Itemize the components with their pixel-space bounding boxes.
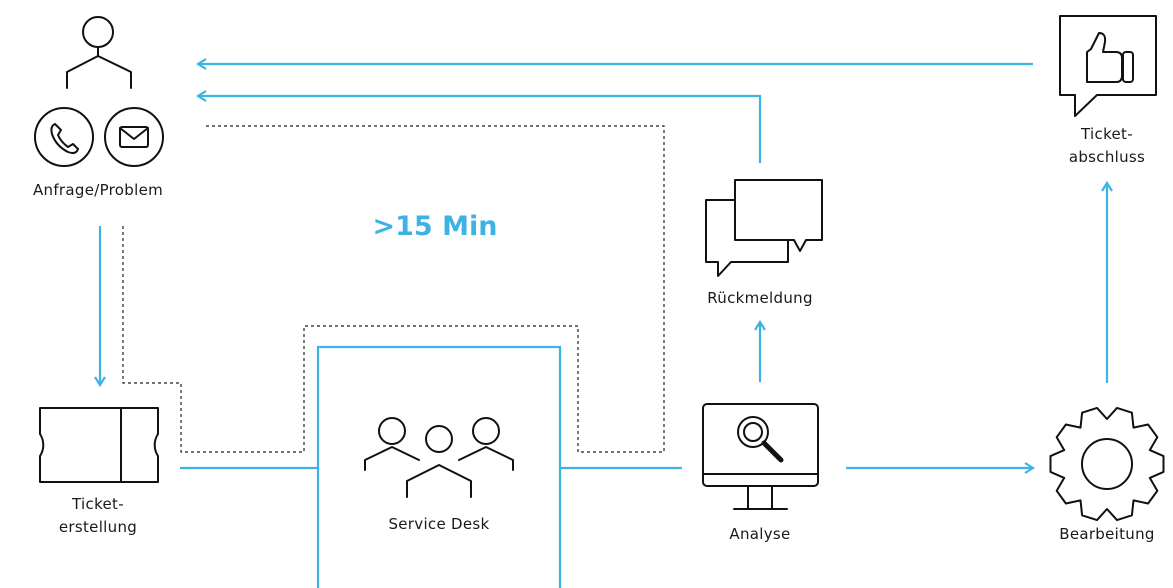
service-desk-box — [316, 345, 562, 588]
label-request: Anfrage/Problem — [33, 181, 163, 199]
ticket-icon — [39, 407, 159, 483]
arrow-feedback-to-request — [198, 96, 762, 163]
chat-bubbles-icon — [705, 179, 823, 277]
thumbs-up-icon — [1059, 15, 1157, 117]
monitor-search-icon — [702, 403, 819, 510]
label-ticket-close-1: Ticket- — [1080, 125, 1133, 143]
label-service-desk: Service Desk — [388, 515, 489, 533]
label-ticket-creation-1: Ticket- — [71, 495, 124, 513]
label-processing: Bearbeitung — [1059, 525, 1155, 543]
gear-icon — [1049, 406, 1165, 522]
threshold-label: >15 Min — [373, 211, 498, 242]
person-icon — [66, 16, 132, 89]
label-ticket-close-2: abschluss — [1069, 148, 1145, 166]
label-ticket-creation-2: erstellung — [59, 518, 137, 536]
phone-icon — [34, 107, 94, 167]
team-icon — [364, 417, 514, 498]
mail-icon — [104, 107, 164, 167]
dashed-boundary — [122, 125, 665, 453]
label-analysis: Analyse — [729, 525, 790, 543]
label-feedback: Rückmeldung — [707, 289, 813, 307]
